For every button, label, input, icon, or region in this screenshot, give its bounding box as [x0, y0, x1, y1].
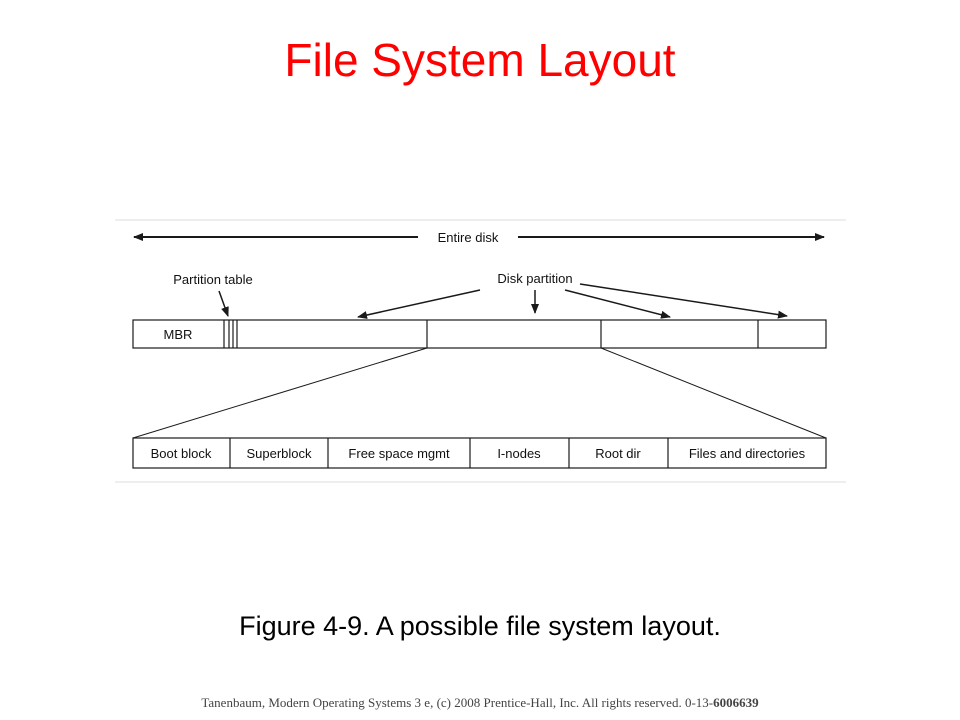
partition-layout-bar — [132, 437, 827, 469]
disk-partition-label: Disk partition — [497, 271, 572, 286]
expansion-line-left — [132, 347, 428, 439]
disk-partition-arrow-1 — [357, 289, 481, 319]
layout-cell-superblock: Superblock — [246, 446, 312, 461]
figure-caption: Figure 4-9. A possible file system layou… — [239, 611, 721, 641]
copyright-footer: Tanenbaum, Modern Operating Systems 3 e,… — [0, 694, 960, 712]
slide-title: File System Layout — [284, 34, 676, 86]
footer-text: Tanenbaum, Modern Operating Systems 3 e,… — [201, 695, 714, 710]
layout-cell-root-dir: Root dir — [595, 446, 641, 461]
mbr-label: MBR — [164, 327, 193, 342]
partition-table-arrow — [218, 290, 229, 317]
expansion-line-right — [600, 347, 827, 439]
footer-isbn: 6006639 — [713, 695, 759, 710]
partition-table-label: Partition table — [173, 272, 253, 287]
layout-cell-files-and-directories: Files and directories — [689, 446, 806, 461]
entire-disk-label: Entire disk — [438, 230, 499, 245]
layout-cell-free-space-mgmt: Free space mgmt — [348, 446, 450, 461]
layout-cell-boot-block: Boot block — [151, 446, 212, 461]
layout-cell-i-nodes: I-nodes — [497, 446, 541, 461]
disk-partition-arrow-4 — [579, 283, 788, 319]
disk-bar — [132, 319, 827, 349]
disk-partition-arrow-3 — [564, 289, 671, 319]
